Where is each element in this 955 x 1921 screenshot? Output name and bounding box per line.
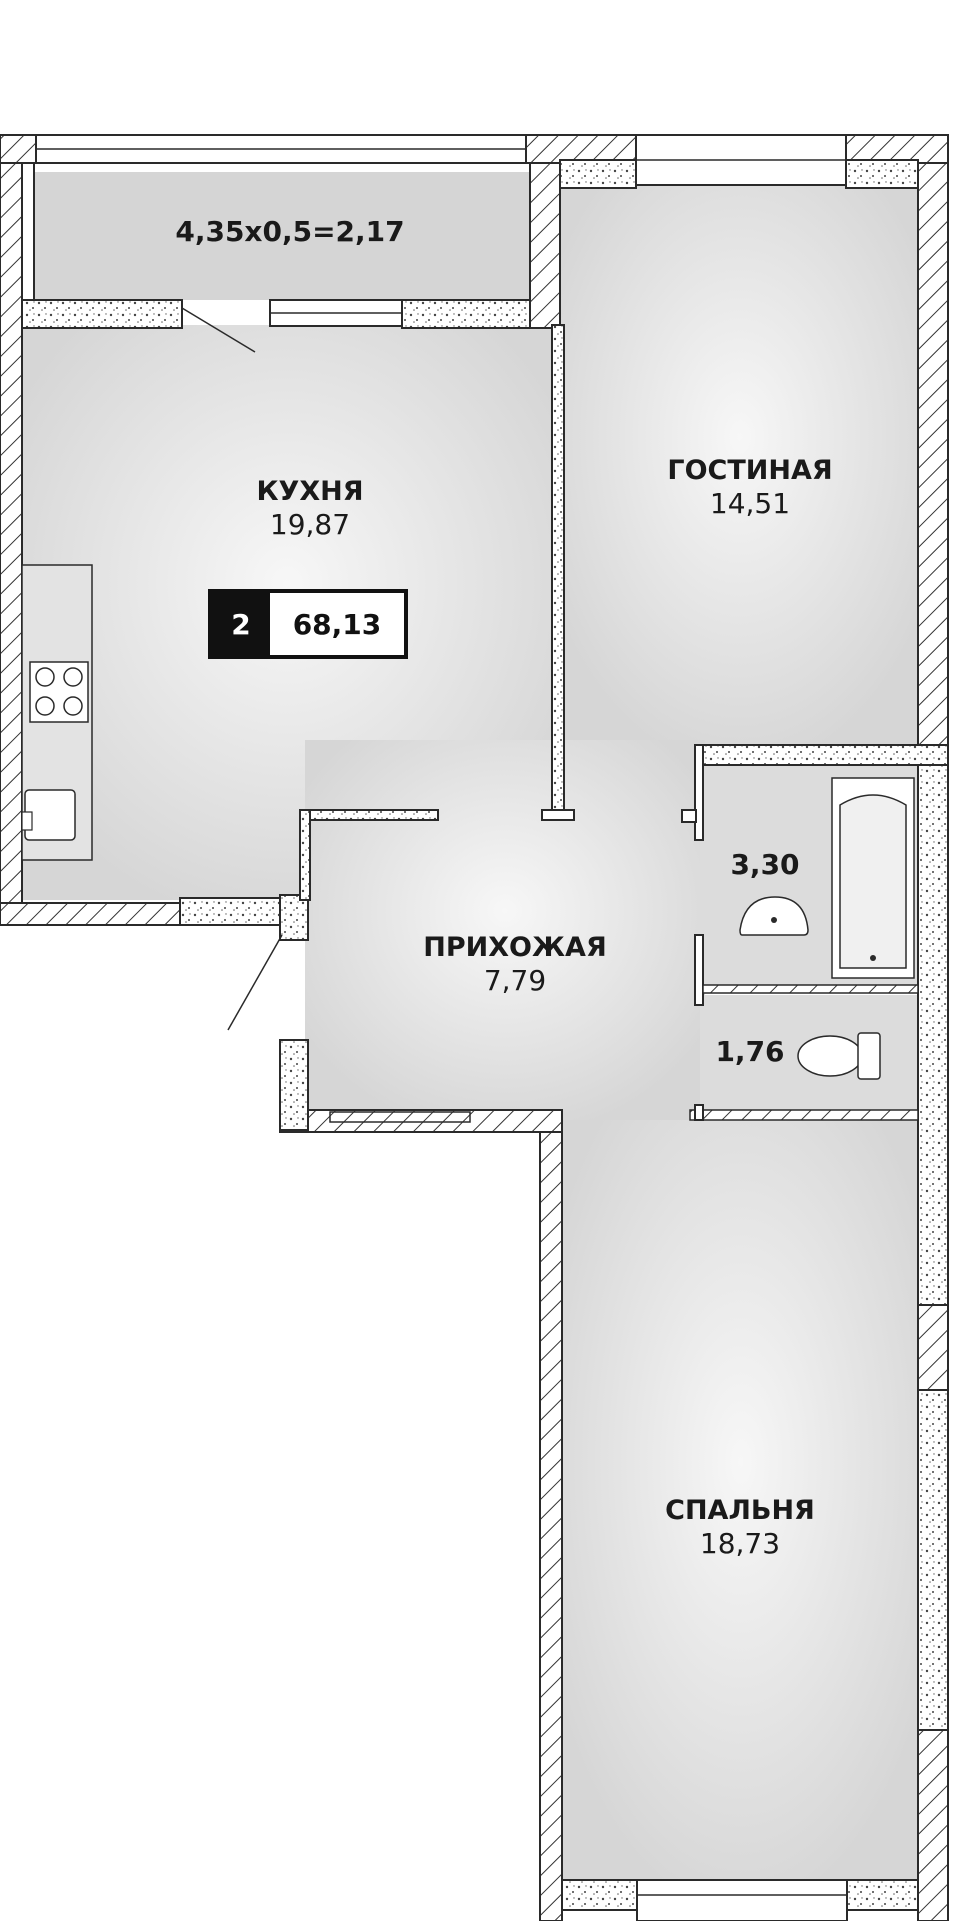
hall-name: ПРИХОЖАЯ [423,932,607,963]
hall-area: 7,79 [483,964,547,998]
sink-icon [21,789,76,841]
wall-kitchen-bottom-b [179,897,281,926]
balcony-wall-left [21,162,35,304]
window-bedroom [636,1879,848,1921]
wall-top-left [0,134,37,164]
bedroom-floor [562,1120,920,1880]
living-area: 14,51 [709,487,791,521]
kitchen-name: КУХНЯ [256,476,364,507]
entry-door-swing-icon [227,934,283,1031]
wall-bedroom-left [539,1119,563,1921]
bathroom-label: 3,30 [715,848,815,882]
balcony-label: 4,35x0,5=2,17 [150,215,430,249]
living-name: ГОСТИНАЯ [667,455,833,486]
wall-bottom-left-dots [561,1879,638,1911]
balcony-wall-bottom-b [401,299,531,329]
total-area: 68,13 [292,607,382,641]
living-floor [560,185,920,745]
toilet-area: 1,76 [715,1035,785,1068]
bedroom-area: 18,73 [699,1527,781,1561]
bathtub-icon [831,777,915,979]
wall-partition-kitchen-living [551,324,565,816]
wall-bottom-right-dots [846,1879,919,1911]
rooms-count: 2 [212,593,270,655]
kitchen-area: 19,87 [269,508,351,542]
wall-top-mid [525,134,637,164]
wall-right-dots [917,764,949,1306]
washbasin-icon [739,896,809,936]
toilet-icon [797,1032,881,1080]
stove-icon [29,661,89,723]
wall-left-outer [0,159,23,921]
wall-hall-left [279,1039,309,1131]
bedroom-label: СПАЛЬНЯ 18,73 [620,1495,860,1561]
wall-living-bath [694,744,949,766]
living-label: ГОСТИНАЯ 14,51 [620,455,880,521]
wall-top-right [845,134,949,164]
balcony-wall-bottom-a [21,299,183,329]
toilet-label: 1,76 [700,1035,800,1069]
wall-kitchen-bottom [0,902,181,926]
wall-hall-left-top [279,894,309,941]
balcony-floor [30,172,530,300]
balcony-area: 4,35x0,5=2,17 [175,215,405,248]
hall-floor [305,740,705,1120]
door-swing-icon [181,307,256,353]
apartment-badge: 2 68,13 [208,589,408,659]
wall-toilet-bedroom [689,1109,919,1121]
wall-top-mid-dots [559,159,637,189]
wall-kitchen-hall [299,809,439,821]
wall-top-right-dots [845,159,919,189]
bathroom-area: 3,30 [730,848,800,881]
kitchen-label: КУХНЯ 19,87 [190,476,430,542]
bedroom-name: СПАЛЬНЯ [665,1495,815,1526]
balcony-wall-right [529,162,561,329]
wall-right-dots-2 [917,1389,949,1731]
wall-bath-toilet [702,984,919,994]
wall-bath-left [694,744,704,841]
hall-label: ПРИХОЖАЯ 7,79 [400,932,630,998]
